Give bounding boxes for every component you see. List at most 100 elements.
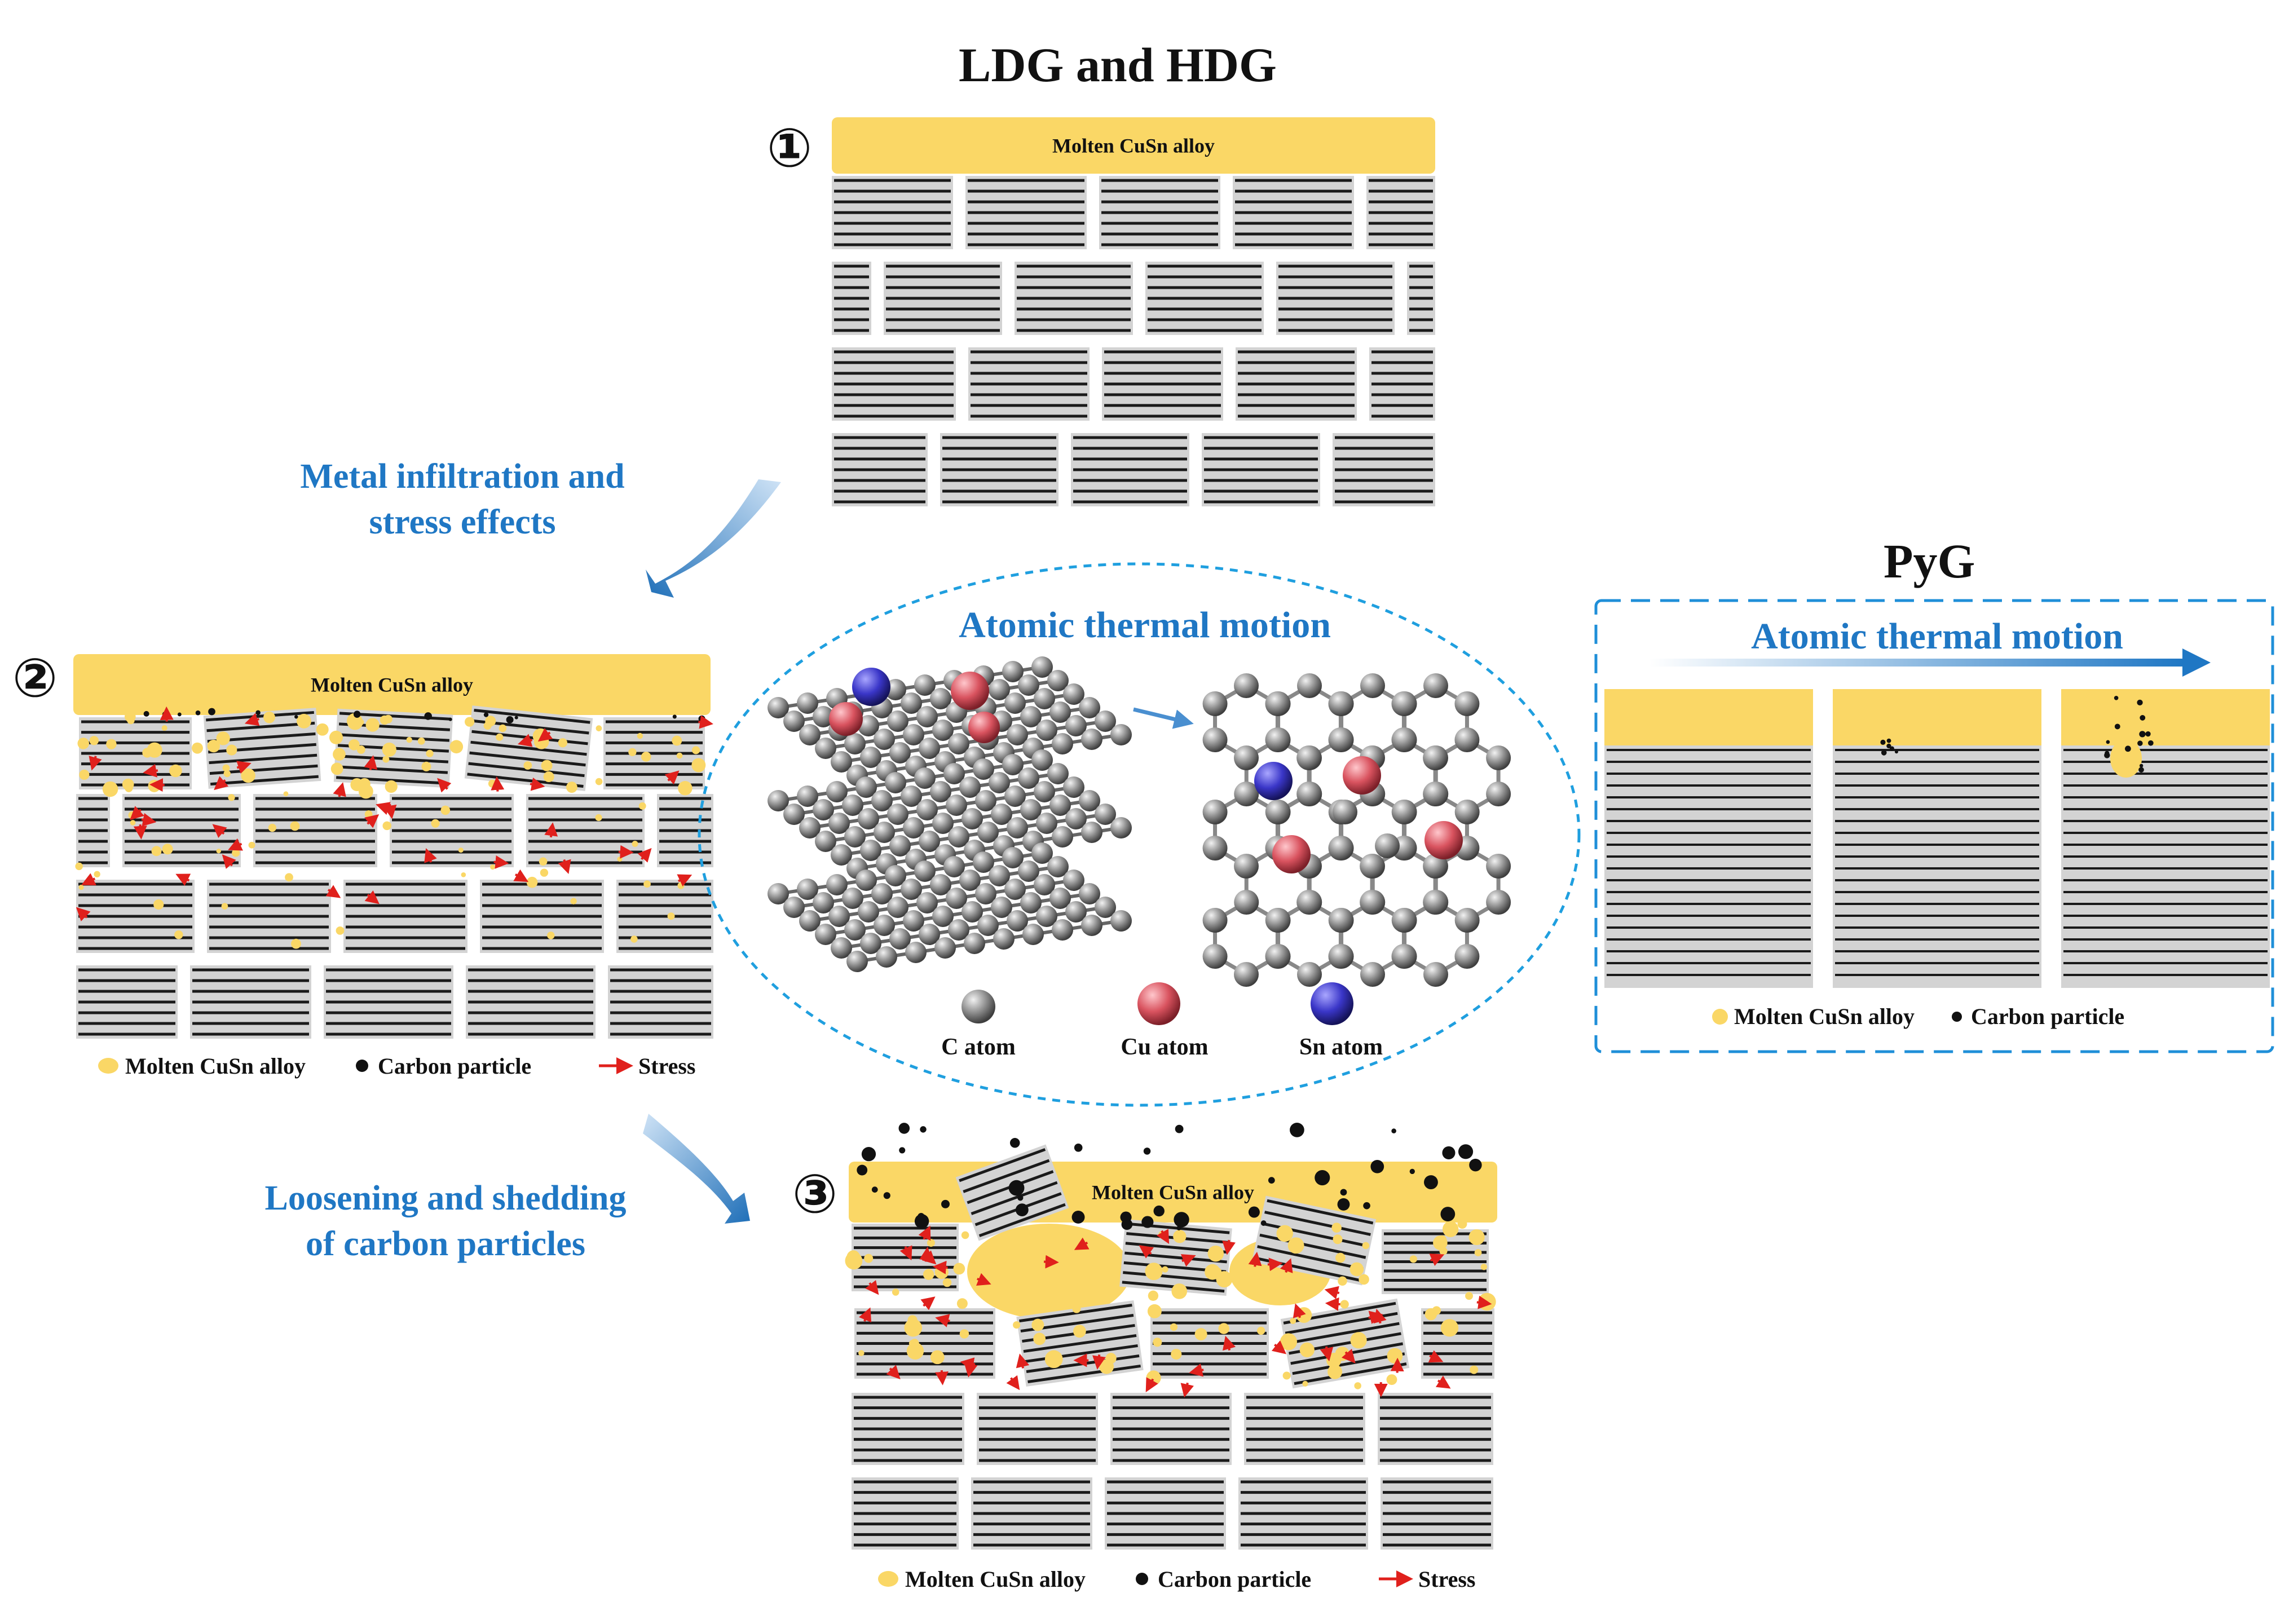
alloy-droplet xyxy=(440,805,451,815)
c-atom xyxy=(1234,745,1259,770)
alloy-droplet xyxy=(382,742,396,757)
alloy-droplet xyxy=(496,733,504,741)
c-atom xyxy=(799,910,821,932)
c-atom xyxy=(1079,790,1100,811)
alloy-droplet xyxy=(191,742,203,754)
c-atom xyxy=(860,747,881,768)
alloy-droplet xyxy=(638,802,646,810)
c-atom xyxy=(934,937,956,959)
carbon-particle xyxy=(448,717,452,721)
c-atom xyxy=(1047,856,1069,877)
c-atom xyxy=(989,679,1010,700)
c-atom xyxy=(858,901,879,923)
alloy-droplet xyxy=(125,784,133,792)
graphene-layer xyxy=(768,656,1132,786)
graphite-block xyxy=(480,880,604,953)
alloy-droplet xyxy=(330,762,343,775)
stress-arrow xyxy=(976,1273,991,1286)
alloy-droplet xyxy=(458,848,464,853)
c-atom xyxy=(946,888,967,909)
alloy-droplet xyxy=(904,1318,923,1337)
c-atom xyxy=(1110,724,1132,745)
alloy-droplet xyxy=(570,898,577,904)
c-atom xyxy=(799,817,821,839)
graphite-block xyxy=(852,1393,964,1465)
step-2-marker: ② xyxy=(12,647,58,709)
c-atom xyxy=(831,937,852,959)
stress-arrow xyxy=(637,848,652,863)
alloy-droplet xyxy=(78,884,84,890)
alloy-droplet xyxy=(291,938,301,949)
alloy-droplet xyxy=(1280,1333,1298,1351)
alloy-droplet xyxy=(1170,1323,1178,1331)
alloy-droplet xyxy=(1468,1229,1485,1246)
alloy-droplet xyxy=(1033,1332,1046,1345)
c-atom xyxy=(799,724,821,745)
sn-atom xyxy=(852,668,890,706)
c-atom xyxy=(828,906,850,927)
carbon-particle xyxy=(424,712,432,720)
c-atom xyxy=(1018,767,1039,789)
alloy-droplet xyxy=(385,780,398,793)
carbon-particle xyxy=(1881,750,1887,756)
alloy-droplet xyxy=(130,820,136,826)
alloy-droplet xyxy=(142,748,152,758)
c-atom xyxy=(783,897,805,918)
alloy-droplet xyxy=(543,771,554,783)
alloy-droplet xyxy=(426,749,434,757)
alloy-droplet xyxy=(632,840,638,847)
alloy-droplet xyxy=(490,864,496,870)
c-atom xyxy=(797,692,818,714)
c-atom xyxy=(948,919,969,941)
graphite-block xyxy=(526,794,645,867)
alloy-droplet xyxy=(1162,1266,1168,1273)
alloy-droplet xyxy=(558,738,567,748)
c-atom xyxy=(1022,924,1044,945)
c-atom xyxy=(989,772,1010,793)
c-atom xyxy=(1031,749,1053,771)
c-atom xyxy=(1031,656,1053,678)
alloy-droplet xyxy=(356,745,365,754)
alloy-droplet xyxy=(637,732,643,739)
stress-arrow xyxy=(960,1357,976,1371)
carbon-particle xyxy=(1886,738,1891,743)
alloy-droplet xyxy=(678,781,693,796)
carbon-particle xyxy=(1440,1207,1456,1221)
stress-arrow xyxy=(618,845,634,859)
stress-arrow xyxy=(1435,1375,1451,1389)
stress-arrow xyxy=(1267,1257,1283,1272)
c-atom xyxy=(1265,691,1291,716)
alloy-droplet xyxy=(89,736,99,745)
stress-arrow xyxy=(1092,1354,1106,1370)
alloy-droplet xyxy=(77,738,90,749)
c-atom xyxy=(901,879,922,900)
c-atom xyxy=(797,879,818,900)
c-atom xyxy=(1392,727,1417,752)
legend-alloy-label: Molten CuSn alloy xyxy=(905,1566,1086,1592)
alloy-droplet xyxy=(1171,1283,1188,1299)
c-atom xyxy=(1034,688,1055,709)
alloy-droplet xyxy=(1338,1276,1347,1286)
carbon-particle xyxy=(1268,1177,1275,1184)
graphite-block xyxy=(1407,262,1435,335)
c-atom xyxy=(1392,908,1417,933)
c-atom xyxy=(1202,727,1228,752)
alloy-droplet xyxy=(1171,1348,1182,1360)
c-atom xyxy=(1329,944,1354,969)
stress-arrow xyxy=(1074,1237,1090,1250)
alloy-droplet xyxy=(1470,1365,1479,1374)
alloy-droplet xyxy=(1153,1338,1162,1347)
sn-atom-label: Sn atom xyxy=(1299,1034,1383,1060)
graphite-block xyxy=(76,794,110,867)
step-3-marker: ③ xyxy=(792,1163,837,1225)
carbon-particle xyxy=(1175,1124,1184,1133)
c-atom xyxy=(989,865,1010,886)
legend-carbon-swatch xyxy=(356,1060,368,1072)
alloy-droplet xyxy=(226,744,237,756)
c-atom xyxy=(1052,919,1073,941)
stress-arrow xyxy=(1180,1254,1196,1267)
alloy-droplet xyxy=(596,725,602,731)
carbon-particle xyxy=(208,708,215,716)
